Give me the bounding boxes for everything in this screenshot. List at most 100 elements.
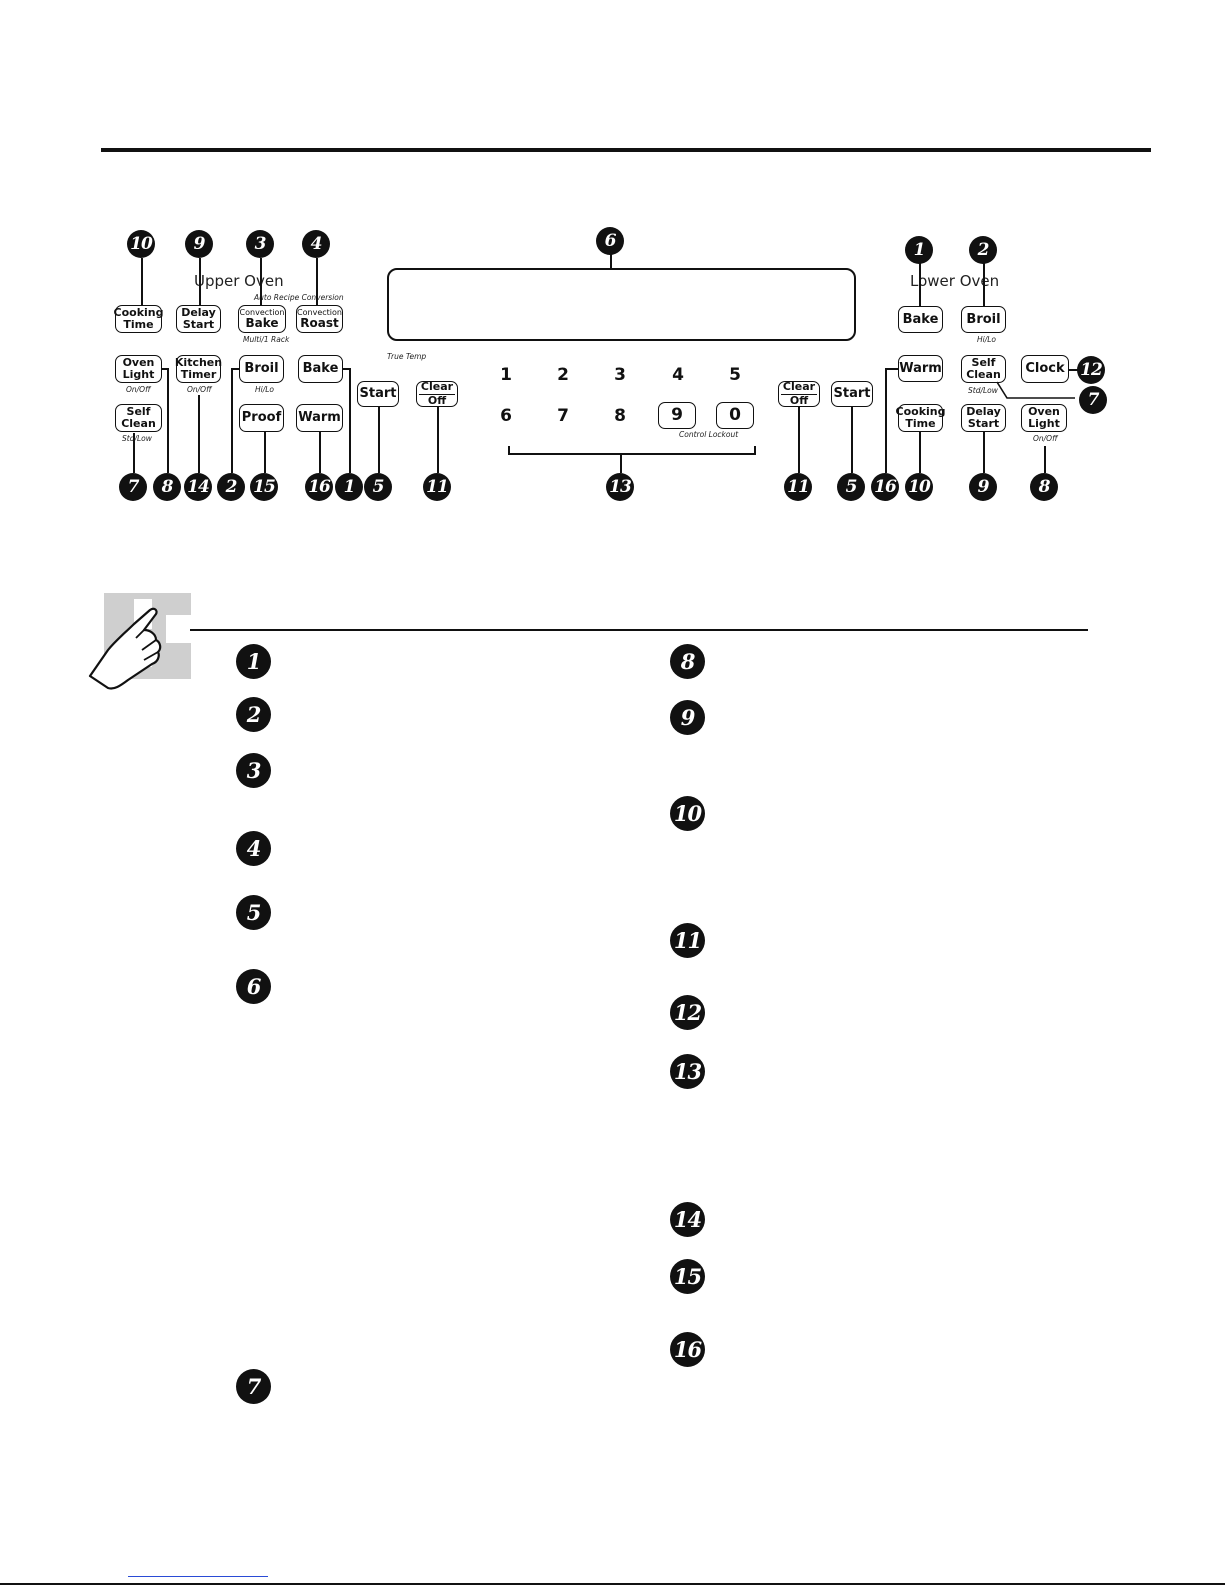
upper-cooking-time-button[interactable]: Cooking Time bbox=[114, 305, 164, 333]
upper-delay-start-button[interactable]: Delay Start bbox=[176, 305, 221, 333]
upper-oven-heading: Upper Oven bbox=[194, 272, 284, 290]
leader-line bbox=[885, 368, 898, 370]
convection-bake-button[interactable]: Convection Bake bbox=[238, 305, 286, 333]
number-key-5[interactable]: 5 bbox=[729, 365, 741, 385]
item-number-11: 11 bbox=[670, 923, 705, 958]
tip-box-notch bbox=[166, 615, 191, 643]
callout-1: 1 bbox=[905, 236, 933, 264]
item-number-9: 9 bbox=[670, 700, 705, 735]
clock-button[interactable]: Clock bbox=[1021, 355, 1069, 383]
number-key-2[interactable]: 2 bbox=[557, 365, 569, 385]
key-label: Bake bbox=[302, 361, 339, 377]
lower-bake-button[interactable]: Bake bbox=[898, 306, 943, 333]
lower-delay-start-button[interactable]: Delay Start bbox=[961, 404, 1006, 432]
upper-oven-light-sub: On/Off bbox=[126, 385, 151, 394]
item-number-12: 12 bbox=[670, 995, 705, 1030]
upper-self-clean-button[interactable]: Self Clean bbox=[115, 404, 162, 432]
number-key-8[interactable]: 8 bbox=[614, 406, 626, 426]
key-label: Broil bbox=[244, 361, 279, 377]
key-label: 9 bbox=[671, 404, 683, 425]
lower-self-clean-button[interactable]: Self Clean bbox=[961, 355, 1006, 383]
callout-4: 4 bbox=[302, 230, 330, 258]
item-number-15: 15 bbox=[670, 1259, 705, 1294]
pointing-hand-icon bbox=[88, 607, 162, 690]
lower-broil-button[interactable]: Broil bbox=[961, 306, 1006, 333]
upper-broil-sub: Hi/Lo bbox=[255, 385, 275, 394]
upper-bake-button[interactable]: Bake bbox=[298, 355, 343, 383]
key-label: Start bbox=[359, 386, 397, 402]
key-label: Cooking bbox=[895, 405, 946, 419]
leader-line bbox=[983, 432, 985, 473]
true-temp-note: True Temp bbox=[387, 352, 427, 361]
callout-3: 3 bbox=[246, 230, 274, 258]
upper-start-button[interactable]: Start bbox=[357, 381, 399, 407]
lower-start-button[interactable]: Start bbox=[831, 381, 873, 407]
leader-line bbox=[133, 433, 135, 473]
key-label: Self bbox=[126, 405, 151, 419]
key-label: Bake bbox=[245, 315, 279, 330]
callout-13: 13 bbox=[606, 473, 634, 501]
lower-oven-light-sub: On/Off bbox=[1033, 434, 1058, 443]
upper-oven-light-button[interactable]: Oven Light bbox=[115, 355, 162, 383]
lower-oven-light-button[interactable]: Oven Light bbox=[1021, 404, 1067, 432]
item-number-13: 13 bbox=[670, 1054, 705, 1089]
multi-rack-note: Multi/1 Rack bbox=[243, 335, 290, 344]
kitchen-timer-button[interactable]: Kitchen Timer bbox=[175, 355, 222, 383]
header-rule bbox=[101, 148, 1151, 152]
lower-cooking-time-button[interactable]: Cooking Time bbox=[895, 404, 946, 432]
convection-roast-button[interactable]: Convection Roast bbox=[296, 305, 343, 333]
leader-line bbox=[343, 368, 350, 370]
lower-broil-sub: Hi/Lo bbox=[977, 335, 997, 344]
leader-line bbox=[1069, 369, 1078, 371]
lower-clear-off-button[interactable]: Clear Off bbox=[778, 381, 820, 407]
callout-2: 2 bbox=[969, 236, 997, 264]
leader-line bbox=[983, 263, 985, 306]
number-key-3[interactable]: 3 bbox=[614, 365, 626, 385]
leader-line bbox=[610, 254, 612, 268]
leader-line bbox=[316, 258, 318, 305]
section-rule bbox=[190, 629, 1088, 631]
footer-rule bbox=[0, 1583, 1225, 1585]
upper-clear-off-button[interactable]: Clear Off bbox=[416, 381, 458, 407]
control-lockout-note: Control Lockout bbox=[679, 430, 739, 439]
key-label: Start bbox=[182, 318, 215, 331]
number-pad-bracket bbox=[508, 453, 756, 455]
key-label: Oven bbox=[1028, 405, 1060, 419]
callout-7: 7 bbox=[1079, 386, 1107, 414]
lower-self-clean-sub: Std/Low bbox=[968, 386, 998, 395]
number-key-1[interactable]: 1 bbox=[500, 365, 512, 385]
number-key-6[interactable]: 6 bbox=[500, 406, 512, 426]
proof-button[interactable]: Proof bbox=[239, 404, 284, 432]
lower-warm-button[interactable]: Warm bbox=[898, 355, 943, 382]
item-number-8: 8 bbox=[670, 644, 705, 679]
leader-line bbox=[620, 454, 622, 473]
callout-8: 8 bbox=[1030, 473, 1058, 501]
upper-broil-button[interactable]: Broil bbox=[239, 355, 284, 383]
key-label: Off bbox=[427, 394, 447, 407]
callout-12: 12 bbox=[1077, 356, 1105, 384]
upper-warm-button[interactable]: Warm bbox=[296, 404, 343, 432]
footer-link-underline[interactable] bbox=[128, 1576, 268, 1577]
key-label: Timer bbox=[180, 368, 217, 381]
item-number-3: 3 bbox=[236, 753, 271, 788]
leader-line bbox=[885, 368, 887, 473]
number-key-9[interactable]: 9 bbox=[658, 402, 696, 429]
bracket-end bbox=[754, 446, 756, 454]
callout-11: 11 bbox=[423, 473, 451, 501]
key-label: Clear bbox=[780, 380, 818, 395]
callout-8: 8 bbox=[153, 473, 181, 501]
upper-self-clean-sub: Std/Low bbox=[122, 434, 152, 443]
callout-11: 11 bbox=[784, 473, 812, 501]
callout-16: 16 bbox=[871, 473, 899, 501]
callout-16: 16 bbox=[305, 473, 333, 501]
leader-line bbox=[919, 263, 921, 306]
number-key-4[interactable]: 4 bbox=[672, 365, 684, 385]
number-key-7[interactable]: 7 bbox=[557, 406, 569, 426]
leader-line bbox=[167, 368, 169, 473]
key-label: Start bbox=[833, 386, 871, 402]
number-key-0[interactable]: 0 bbox=[716, 402, 754, 429]
leader-line bbox=[851, 407, 853, 473]
key-label: Broil bbox=[966, 311, 1001, 327]
callout-9: 9 bbox=[185, 230, 213, 258]
kitchen-timer-sub: On/Off bbox=[187, 385, 212, 394]
